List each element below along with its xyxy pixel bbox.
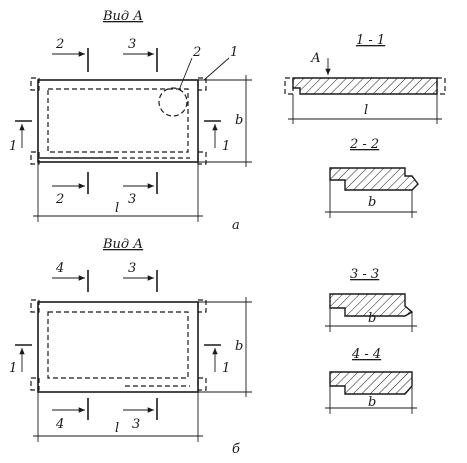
section-1-1-dim-l: l (364, 103, 368, 118)
corner-br-b (197, 377, 207, 391)
cut-2-bottom-a: 2 (55, 192, 64, 207)
corner-br-a (197, 151, 207, 165)
callout-2-a: 2 (192, 45, 201, 60)
dim-b-b: b (235, 339, 243, 354)
section-3-3-dim-b: b (368, 311, 376, 326)
section-2-2-title: 2 - 2 (349, 137, 379, 152)
section-1-1: 1 - 1 А l (284, 33, 446, 124)
caption-b: б (232, 442, 240, 457)
cut-2-top-a: 2 (55, 37, 64, 52)
section-3-3-title: 3 - 3 (350, 267, 379, 282)
corner-bl-b (30, 377, 40, 391)
section-4-4: 4 - 4 b (325, 347, 417, 414)
cut-1-left-a: 1 (9, 139, 17, 154)
slab-inner-dashed-a (47, 88, 189, 153)
dim-l-a: l (115, 201, 119, 216)
corner-bl-a (30, 151, 40, 165)
cut-1-left-b: 1 (9, 361, 17, 376)
corner-tl-a (30, 77, 40, 91)
plan-a: Вид А 2 1 2 3 2 3 (9, 9, 252, 233)
view-a-title-bottom: Вид А (102, 237, 143, 252)
corner-tr-b (197, 299, 207, 313)
dim-l-b: l (115, 421, 119, 436)
slab-inner-dashed-b (47, 311, 189, 379)
corner-tr-a (197, 77, 207, 91)
cut-4-top-b: 4 (55, 261, 64, 276)
arrow-a-label: А (310, 51, 321, 66)
plan-b: Вид А 4 3 4 3 1 1 l (9, 237, 252, 457)
section-4-4-title: 4 - 4 (351, 347, 381, 362)
cut-3-bottom-a: 3 (128, 192, 136, 207)
section-1-1-title: 1 - 1 (356, 33, 385, 48)
section-2-2: 2 - 2 b (325, 137, 419, 218)
section-2-2-dim-b: b (368, 195, 376, 210)
callout-1-a: 1 (230, 45, 238, 60)
section-4-4-dim-b: b (368, 395, 376, 410)
corner-tl-b (30, 299, 40, 313)
cut-3-bottom-b: 3 (132, 417, 140, 432)
cut-3-top-a: 3 (128, 37, 136, 52)
section-3-3: 3 - 3 b (325, 267, 417, 332)
slab-outline-a (37, 79, 199, 163)
view-a-title-top: Вид А (102, 9, 143, 24)
slab-outline-b (37, 301, 199, 393)
cut-3-top-b: 3 (128, 261, 136, 276)
dim-b-a: b (235, 113, 243, 128)
caption-a: а (232, 218, 240, 233)
cut-1-right-a: 1 (222, 139, 230, 154)
cut-4-bottom-b: 4 (55, 417, 64, 432)
detail-circle-a (158, 87, 188, 117)
cut-1-right-b: 1 (222, 361, 230, 376)
